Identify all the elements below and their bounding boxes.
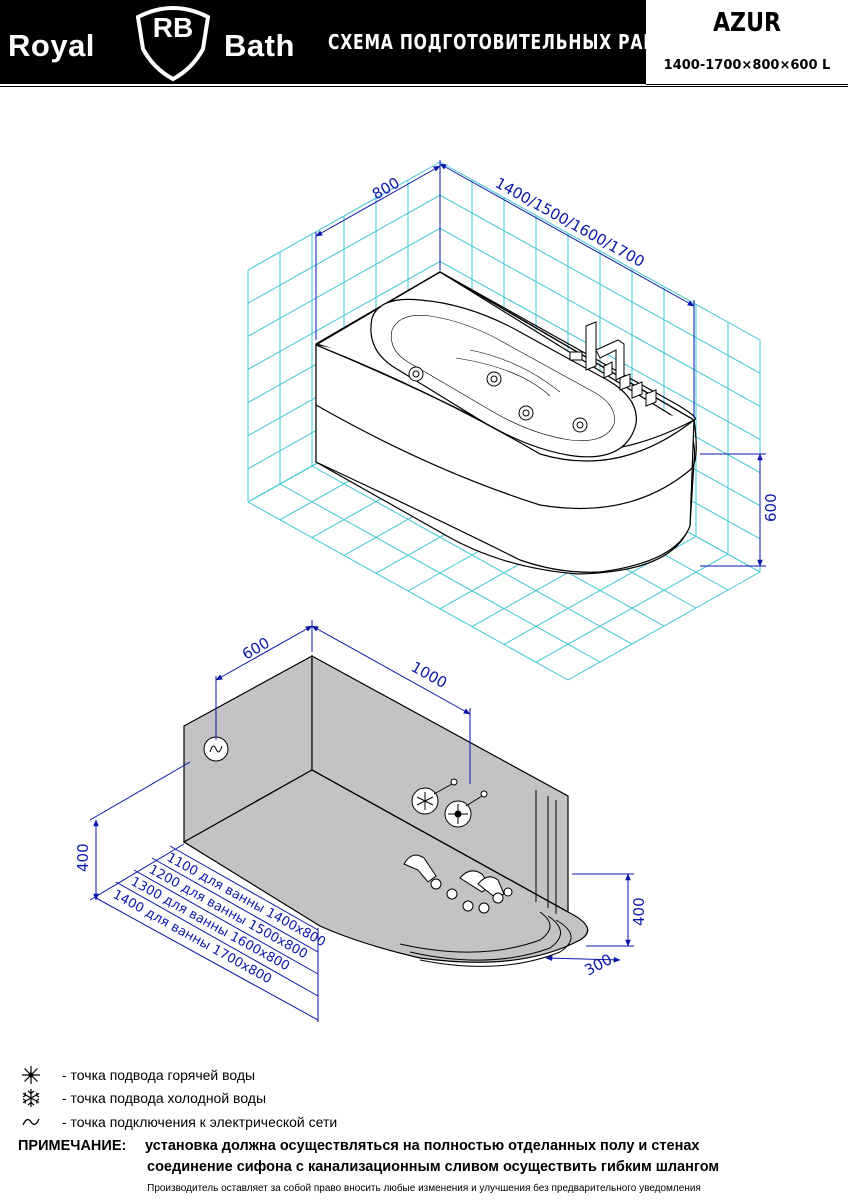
tile-line: [247, 227, 441, 337]
tile-line: [439, 260, 761, 440]
model-name: AZUR: [712, 8, 782, 38]
dim-depth-label: 600: [239, 634, 273, 664]
tile-line: [311, 465, 633, 645]
brand-monogram: RB: [152, 12, 194, 43]
tile-line: [503, 535, 697, 645]
installation-niche: [182, 654, 589, 967]
tile-line: [247, 327, 441, 437]
length-variant-label: 1300 для ванны 1600х800: [128, 874, 292, 974]
tile-line: [343, 446, 537, 556]
header-divider: [0, 86, 848, 87]
tile-line: [247, 393, 441, 503]
brand-name-right: Bath: [224, 28, 295, 63]
legend-cold-water: - точка подвода холодной воды: [20, 1088, 266, 1108]
tile-line: [311, 429, 505, 539]
tile-line: [247, 194, 441, 304]
tile-line: [439, 393, 761, 573]
bottom-view-dimensions: [89, 620, 634, 1022]
dim-offset-label: 300: [581, 950, 615, 979]
length-variant-label: 1100 для ванны 1400х800: [164, 850, 328, 950]
tile-line: [535, 553, 729, 663]
length-variants: 1100 для ванны 1400х800 1200 для ванны 1…: [110, 850, 328, 987]
legend-electric-text: - точка подключения к электрической сети: [62, 1114, 338, 1130]
tile-line: [343, 447, 665, 627]
dim-niche-length-label: 1000: [408, 658, 450, 692]
bathtub-top-view: [315, 271, 697, 575]
tile-line: [247, 294, 441, 404]
note-line-1: установка должна осуществляться на полно…: [145, 1138, 700, 1154]
electric-icon: [22, 1118, 40, 1126]
title-block: Royal RB Bath СХЕМА ПОДГОТОВИТЕЛЬНЫХ РАБ…: [0, 0, 848, 88]
legend-hot-water-text: - точка подвода горячей воды: [62, 1067, 256, 1083]
tile-line: [471, 518, 665, 628]
cold-water-icon: [22, 1089, 40, 1107]
tile-line: [439, 194, 761, 374]
model-box: AZUR 1400-1700×800×600 L: [646, 0, 848, 85]
disclaimer-footer: Производитель оставляет за собой право в…: [147, 1183, 701, 1194]
legend-electric: - точка подключения к электрической сети: [20, 1112, 337, 1132]
tiled-corner: [247, 161, 761, 681]
note-line-2: соединение сифона с канализационным слив…: [147, 1159, 720, 1175]
tile-line: [407, 482, 601, 592]
brand-name-left: Royal: [8, 28, 95, 63]
tile-line: [375, 464, 569, 574]
note-label: ПРИМЕЧАНИЕ:: [18, 1138, 127, 1154]
tile-line: [279, 411, 473, 521]
tile-line: [439, 294, 761, 474]
dim-height-left-label: 400: [74, 843, 92, 872]
tile-line: [247, 393, 441, 503]
tile-line: [279, 483, 601, 663]
tile-line: [439, 227, 761, 407]
drain-fittings: [403, 854, 513, 914]
legend-hot-water: - точка подвода горячей воды: [20, 1065, 255, 1085]
tile-line: [439, 393, 761, 573]
legend-cold-water-text: - точка подвода холодной воды: [62, 1090, 267, 1106]
tile-line: [247, 501, 569, 681]
hot-water-point-icon: [444, 790, 488, 828]
brand-shield-icon: [135, 6, 211, 82]
tile-line: [247, 360, 441, 470]
length-variant-label: 1400 для ванны 1700х800: [110, 887, 274, 987]
electric-point-icon: [203, 736, 229, 762]
tile-line: [247, 260, 441, 370]
bathtub-jets: [408, 366, 588, 433]
dim-length-label: 1400/1500/1600/1700: [492, 174, 648, 271]
length-variant-label: 1200 для ванны 1500х800: [146, 862, 310, 962]
tile-line: [439, 161, 761, 341]
tile-line: [407, 411, 729, 591]
dim-width-label: 800: [369, 174, 403, 204]
model-dimensions: 1400-1700×800×600 L: [663, 58, 831, 73]
sheet-title: СХЕМА ПОДГОТОВИТЕЛЬНЫХ РАБОТ: [328, 30, 682, 54]
top-view-dimensions: [315, 160, 766, 567]
faucet-icon: [569, 321, 657, 407]
dim-height-label: 600: [762, 493, 780, 522]
tile-line: [567, 571, 761, 681]
tile-line: [247, 161, 441, 271]
tile-line: [439, 327, 761, 507]
tile-line: [439, 500, 633, 610]
cold-water-point-icon: [411, 778, 458, 815]
hot-water-icon: [22, 1066, 40, 1084]
title-block-brand-area: [0, 0, 646, 84]
tile-line: [439, 360, 761, 540]
tile-line: [375, 429, 697, 609]
dim-height-right-label: 400: [630, 897, 648, 926]
